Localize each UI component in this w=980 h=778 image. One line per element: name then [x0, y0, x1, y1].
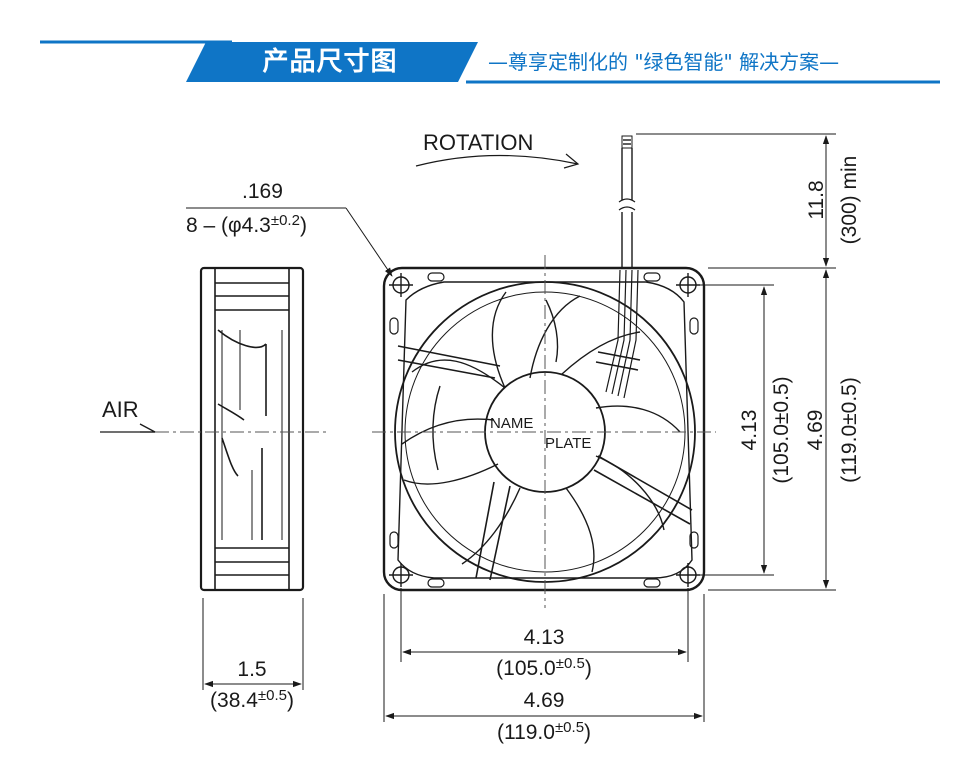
overall-h-mm: (119.0±0.5) [497, 719, 591, 744]
hole-pitch-h-mm: (105.0±0.5) [496, 655, 592, 680]
overall-v-in: 4.69 [804, 410, 827, 451]
lead-length-in: 11.8 [805, 180, 828, 219]
lead-length-dimension [636, 133, 836, 269]
rotation-label: ROTATION [423, 130, 533, 155]
side-view [199, 266, 305, 592]
lead-wire-bundle [595, 269, 641, 399]
air-direction-arrow [100, 423, 156, 433]
hole-callout-mm: 8 – (φ4.3±0.2) [186, 212, 307, 237]
overall-v-mm: (119.0±0.5) [838, 377, 861, 483]
overall-horizontal-dimension [383, 594, 705, 722]
rotation-arrow [415, 154, 579, 167]
corner-slots [389, 272, 699, 588]
hole-pitch-v-mm: (105.0±0.5) [770, 376, 793, 483]
side-depth-dimension [202, 598, 304, 690]
air-label: AIR [102, 397, 139, 422]
fan-blades [401, 291, 681, 573]
side-depth-in: 1.5 [237, 658, 266, 681]
overall-vertical-dimension [708, 269, 836, 591]
hole-pitch-v-in: 4.13 [738, 410, 761, 451]
header-banner [40, 40, 940, 84]
page-title: 产品尺寸图 [262, 47, 398, 77]
hole-pitch-h-in: 4.13 [524, 626, 565, 649]
hole-callout-leader [186, 207, 393, 277]
overall-h-in: 4.69 [524, 689, 565, 712]
lead-length-mm: (300) min [838, 156, 861, 245]
fan-struts [397, 345, 693, 581]
mounting-holes [389, 273, 700, 587]
page-slogan: —尊享定制化的 "绿色智能" 解决方案— [488, 50, 840, 74]
nameplate-line2: PLATE [545, 435, 591, 452]
hole-pitch-vertical-dimension [700, 284, 774, 576]
front-view-centerlines [372, 255, 716, 608]
hole-pitch-horizontal-dimension [400, 588, 689, 662]
lead-wire [618, 135, 636, 268]
section-header: 产品尺寸图 —尊享定制化的 "绿色智能" 解决方案— [0, 0, 980, 100]
nameplate-line1: NAME [490, 415, 533, 432]
hole-callout-in: .169 [242, 180, 283, 203]
side-depth-mm: (38.4±0.5) [210, 687, 294, 712]
